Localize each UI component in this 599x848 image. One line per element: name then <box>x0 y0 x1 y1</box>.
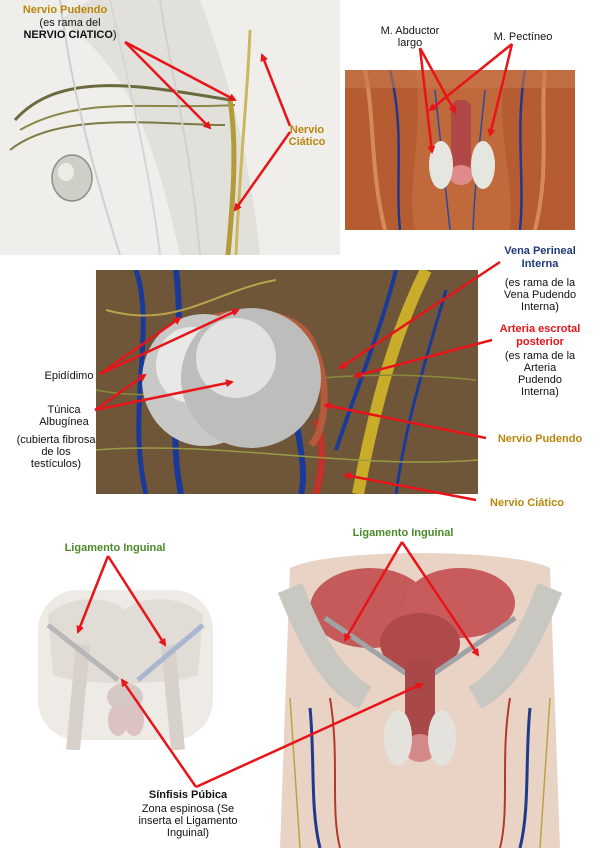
arrow-ciatico-1 <box>260 53 292 127</box>
arrow-pectineo-2 <box>487 43 514 137</box>
label-rama-close: ) <box>112 29 117 41</box>
label-sinfisis-pubica: Sínfisis Púbica <box>148 789 228 801</box>
arrow-abductor-2 <box>418 47 457 114</box>
label-ligamento-inguinal-left: Ligamento Inguinal <box>64 542 166 554</box>
panel-pelvis-skeleton <box>8 585 243 750</box>
arrow-vena-perineal <box>338 260 501 370</box>
panel-thigh-muscles <box>345 70 575 230</box>
arrow-pectineo-1 <box>428 43 513 112</box>
arrow-tunica-1 <box>94 373 147 412</box>
illustration-pelvis-skeleton <box>8 585 243 750</box>
label-pectineo: M. Pectíneo <box>493 31 553 43</box>
arrow-sinfisis-1 <box>120 678 198 788</box>
label-nervio-pudendo-top: Nervio Pudendo <box>22 4 108 16</box>
label-vena-rama-1: (es rama de la <box>504 277 576 289</box>
label-tunica-2: Albugínea <box>39 416 89 428</box>
label-vena-rama-3: Interna) <box>521 301 559 313</box>
arrow-ligamento-left-1 <box>76 555 110 634</box>
label-vena-perineal-1: Vena Perineal <box>504 245 576 257</box>
label-rama-ciatico-1: (es rama del <box>39 17 101 29</box>
label-zona-espinosa-2: inserta el Ligamento <box>138 815 238 827</box>
label-zona-espinosa-1: Zona espinosa (Se <box>141 803 235 815</box>
illustration-thigh-muscles <box>345 70 575 230</box>
illustration-pudendal-nerve <box>0 0 340 255</box>
arrow-pudendo-1 <box>124 40 237 102</box>
arrow-abductor-1 <box>418 47 436 154</box>
label-arteria-escrotal-1: Arteria escrotal <box>499 323 581 335</box>
label-rama-ciatico-2: NERVIO CIATICO) <box>4 29 136 41</box>
arrow-epididimo-2 <box>99 308 240 376</box>
label-abductor-1: M. Abductor <box>380 25 440 37</box>
arrow-ligamento-right-1 <box>343 541 404 642</box>
label-cubierta-1: (cubierta fibrosa <box>16 434 96 446</box>
arrow-nervio-pudendo-mid <box>323 402 487 440</box>
label-arteria-rama-1: (es rama de la <box>504 350 576 362</box>
label-nervio-ciatico-caps: NERVIO CIATICO <box>23 29 113 41</box>
label-arteria-rama-2: Arteria <box>523 362 557 374</box>
label-ligamento-inguinal-right: Ligamento Inguinal <box>352 527 454 539</box>
label-abductor-2: largo <box>397 37 423 49</box>
label-vena-perineal-2: Interna <box>521 258 559 270</box>
panel-pelvis-organs <box>270 548 570 848</box>
label-arteria-escrotal-2: posterior <box>516 336 564 348</box>
arrow-pudendo-2 <box>124 41 212 130</box>
arrow-ciatico-2 <box>233 131 292 212</box>
arrow-arteria-escrotal <box>353 338 493 379</box>
label-nervio-pudendo-mid: Nervio Pudendo <box>497 433 583 445</box>
illustration-testis-closeup <box>96 270 478 494</box>
panel-testis-closeup <box>96 270 478 494</box>
label-arteria-rama-4: Interna) <box>521 386 559 398</box>
label-vena-rama-2: Vena Pudendo <box>503 289 577 301</box>
label-arteria-rama-3: Pudendo <box>517 374 563 386</box>
label-cubierta-2: de los <box>41 446 71 458</box>
illustration-pelvis-organs <box>270 548 570 848</box>
arrow-sinfisis-2 <box>195 682 424 789</box>
panel-pudendal-nerve: Nervio Pudendo (es rama del NERVIO CIATI… <box>0 0 340 255</box>
arrow-tunica-2 <box>94 379 234 412</box>
arrow-epididimo-1 <box>99 316 182 376</box>
label-cubierta-3: testículos) <box>30 458 82 470</box>
arrow-ligamento-left-2 <box>106 555 167 647</box>
arrow-ligamento-right-2 <box>400 541 480 657</box>
arrow-nervio-ciatico-mid <box>343 472 477 502</box>
label-epididimo: Epidídimo <box>44 370 94 382</box>
label-nervio-ciatico-top-1: Nervio <box>289 124 325 136</box>
label-nervio-ciatico-top-2: Ciático <box>288 136 326 148</box>
label-nervio-ciatico-mid: Nervio Ciático <box>490 497 564 509</box>
label-tunica-1: Túnica <box>47 404 81 416</box>
label-zona-espinosa-3: Inguinal) <box>166 827 210 839</box>
